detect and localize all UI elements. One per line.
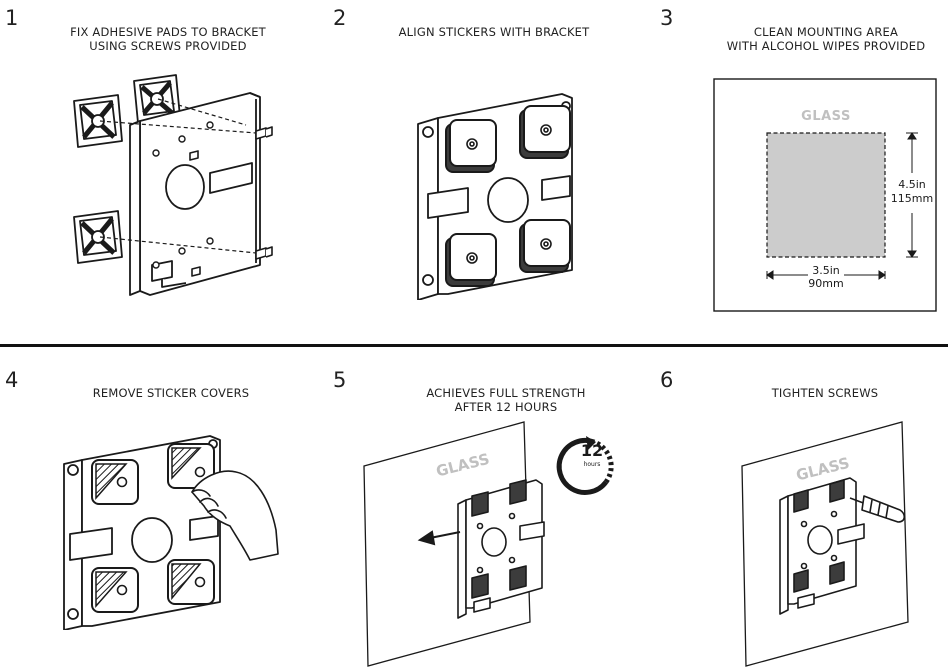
sticker-cover-top-left bbox=[95, 463, 128, 500]
screwdriver-icon bbox=[849, 495, 906, 523]
step-2-title-line1: ALIGN STICKERS WITH BRACKET bbox=[398, 25, 590, 39]
sticker-cover-bottom-left bbox=[95, 571, 128, 608]
sticker-cover-bottom-right bbox=[171, 563, 202, 601]
adhesive-pad-top-left bbox=[73, 94, 123, 148]
hand bbox=[191, 470, 279, 561]
step-4-title-line1: REMOVE STICKER COVERS bbox=[92, 386, 250, 400]
glass-label: GLASS bbox=[801, 109, 851, 124]
step-2-illustration bbox=[417, 93, 573, 300]
step-1-title-line1: FIX ADHESIVE PADS TO BRACKET bbox=[70, 25, 266, 39]
step-3-title-line1: CLEAN MOUNTING AREA bbox=[753, 25, 899, 39]
step-2-title: ALIGN STICKERS WITH BRACKET bbox=[374, 25, 614, 39]
adhesive-pad-bottom-left bbox=[73, 210, 123, 264]
step-1-number: 1 bbox=[5, 6, 19, 30]
height-inches-label: 4.5in bbox=[898, 178, 926, 191]
step-3-illustration: GLASS 4.5in 115mm 3.5in 90mm bbox=[713, 78, 937, 312]
timer-value: 12 bbox=[581, 441, 603, 460]
step-1-illustration bbox=[73, 74, 273, 296]
push-arrow bbox=[417, 530, 461, 546]
step-1-title: FIX ADHESIVE PADS TO BRACKET USING SCREW… bbox=[48, 25, 288, 53]
width-inches-label: 3.5in bbox=[812, 264, 840, 277]
section-divider bbox=[0, 344, 948, 347]
timer-unit: hours bbox=[584, 461, 601, 468]
step-3-number: 3 bbox=[660, 6, 674, 30]
step-3-title-line2: WITH ALCOHOL WIPES PROVIDED bbox=[726, 39, 926, 53]
width-mm-label: 90mm bbox=[808, 277, 843, 290]
height-mm-label: 115mm bbox=[891, 192, 933, 205]
step-5-title-line2: AFTER 12 HOURS bbox=[454, 400, 558, 414]
step-4-illustration bbox=[63, 435, 279, 630]
step-6-illustration: GLASS bbox=[741, 421, 909, 667]
timer-icon: 12 hours bbox=[556, 436, 614, 495]
step-5-title: ACHIEVES FULL STRENGTH AFTER 12 HOURS bbox=[386, 386, 626, 414]
mounting-area bbox=[766, 132, 886, 258]
step-4-number: 4 bbox=[5, 368, 19, 392]
step-2-number: 2 bbox=[333, 6, 347, 30]
step-6-title: TIGHTEN SCREWS bbox=[705, 386, 945, 400]
step-5-number: 5 bbox=[333, 368, 347, 392]
step-4-title: REMOVE STICKER COVERS bbox=[51, 386, 291, 400]
step-6-title-line1: TIGHTEN SCREWS bbox=[771, 386, 879, 400]
step-1-title-line2: USING SCREWS PROVIDED bbox=[89, 39, 247, 53]
sticker-cover-top-right bbox=[171, 447, 202, 480]
step-5-title-line1: ACHIEVES FULL STRENGTH bbox=[426, 386, 586, 400]
step-5-illustration: GLASS 12 hours bbox=[363, 421, 614, 667]
step-6-number: 6 bbox=[660, 368, 674, 392]
step-3-title: CLEAN MOUNTING AREA WITH ALCOHOL WIPES P… bbox=[706, 25, 946, 53]
